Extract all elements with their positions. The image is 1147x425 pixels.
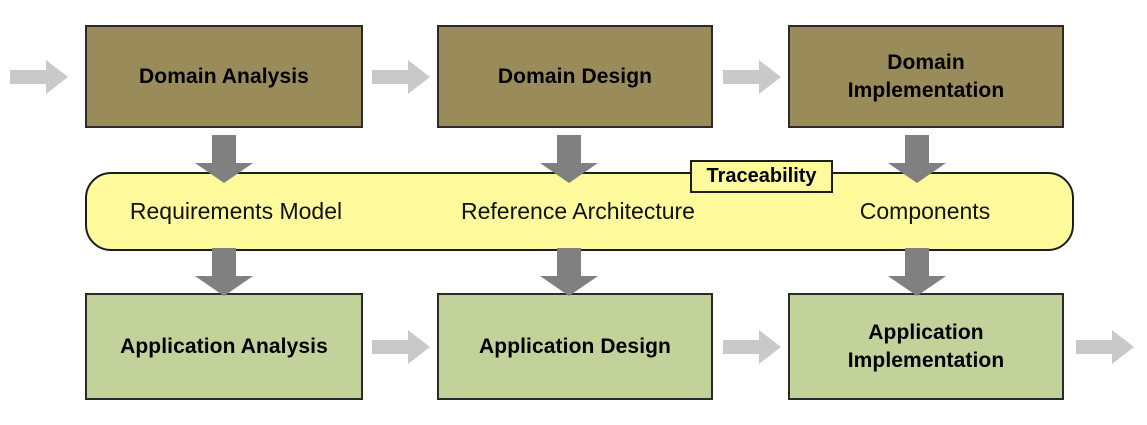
arrow-components-to-application-implementation-icon (888, 248, 946, 296)
process-box-domain-design[interactable]: Domain Design (437, 25, 713, 128)
arrow-reference-architecture-to-application-design-icon (540, 248, 598, 296)
process-box-domain-implementation[interactable]: Domain Implementation (788, 25, 1064, 128)
process-box-label: Application Design (479, 334, 671, 358)
process-box-label-line2: Implementation (847, 78, 1005, 102)
process-box-label-line2: Implementation (847, 348, 1005, 372)
exit-arrow-application-icon (1076, 330, 1134, 364)
asset-label-requirements-model: Requirements Model (129, 198, 343, 224)
process-box-label-line1: Domain (887, 51, 965, 75)
arrow-domain-analysis-to-domain-design-icon (372, 60, 430, 94)
arrow-domain-design-to-domain-implementation-icon (723, 60, 781, 94)
traceability-callout: Traceability (690, 160, 833, 193)
entry-arrow-domain-icon (10, 60, 68, 94)
arrow-domain-design-to-reference-architecture-icon (540, 135, 598, 183)
arrow-application-analysis-to-application-design-icon (372, 330, 430, 364)
arrow-application-design-to-application-implementation-icon (723, 330, 781, 364)
arrow-requirements-model-to-application-analysis-icon (195, 248, 253, 296)
asset-label-reference-architecture: Reference Architecture (461, 198, 695, 224)
process-box-label: Application Analysis (120, 334, 328, 358)
process-box-label: Domain Design (497, 64, 653, 88)
arrow-domain-analysis-to-requirements-model-icon (195, 135, 253, 183)
process-box-application-implementation[interactable]: Application Implementation (788, 293, 1064, 400)
process-box-label: Domain Analysis (139, 64, 309, 88)
process-box-domain-analysis[interactable]: Domain Analysis (85, 25, 363, 128)
process-box-label-line1: Application (868, 321, 984, 345)
process-box-application-design[interactable]: Application Design (437, 293, 713, 400)
asset-label-components: Components (859, 198, 991, 224)
process-box-application-analysis[interactable]: Application Analysis (85, 293, 363, 400)
arrow-domain-implementation-to-components-icon (888, 135, 946, 183)
